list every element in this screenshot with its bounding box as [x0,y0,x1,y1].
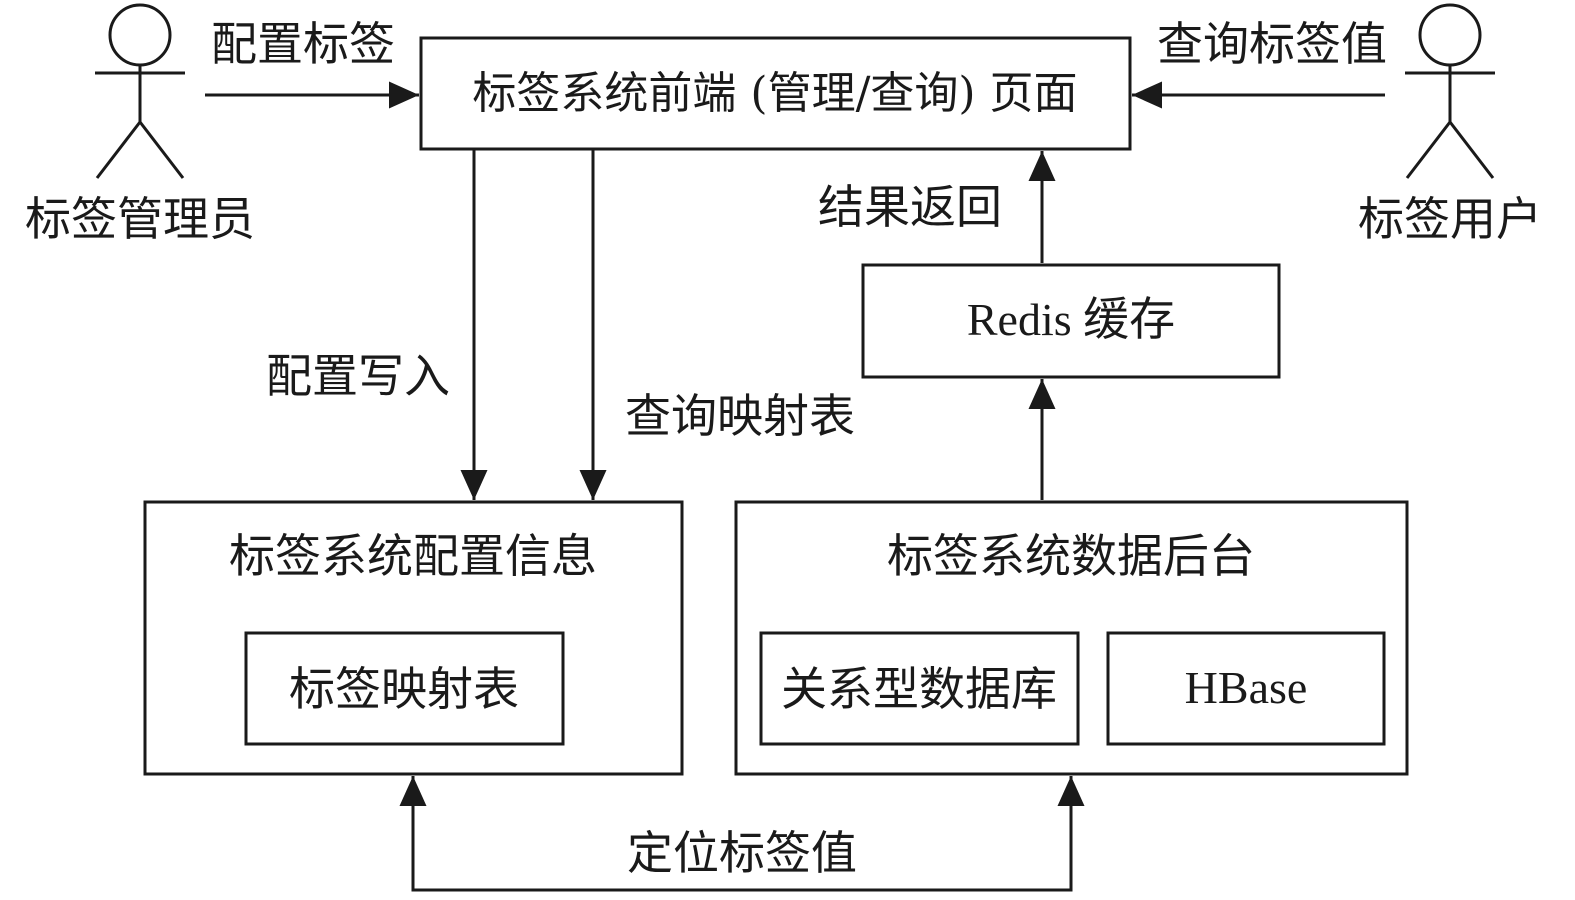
mapping-table-label: 标签映射表 [289,662,519,716]
hbase-label: HBase [1185,662,1308,713]
redis-cache-box [861,263,1281,379]
locate-tag-values-connector [399,776,1085,892]
config-write-label: 配置写入 [266,349,450,403]
query-tag-values-label: 查询标签值 [1157,17,1387,71]
return-results-label: 结果返回 [818,180,1002,234]
admin-actor-label: 标签管理员 [25,192,255,246]
mapping-table-box [244,631,565,746]
relational-db-box [759,631,1080,746]
config-info-label: 标签系统配置信息 [229,529,597,583]
user-actor-label: 标签用户 [1358,192,1542,246]
data-backend-label: 标签系统数据后台 [887,529,1255,583]
redis-cache-label: Redis 缓存 [967,294,1175,345]
frontend-page-label: 标签系统前端 (管理/查询) 页面 [472,68,1077,119]
locate-tag-values-label: 定位标签值 [627,826,857,880]
hbase-box [1106,631,1386,746]
relational-db-label: 关系型数据库 [781,662,1057,716]
admin-actor-icon [95,3,185,179]
configure-tags-label: 配置标签 [211,17,395,71]
frontend-page-box [419,36,1132,151]
user-actor-icon [1405,3,1495,179]
query-mapping-label: 查询映射表 [625,389,855,443]
